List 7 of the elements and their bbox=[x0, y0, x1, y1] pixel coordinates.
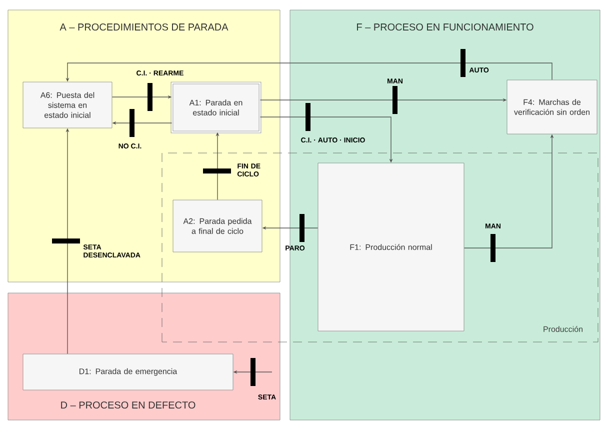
state-box: F4: Marchas de verificación sin orden bbox=[506, 80, 598, 134]
state-box: A2: Parada pedida a final de ciclo bbox=[172, 200, 262, 252]
state-box: F1: Producción normal bbox=[318, 162, 464, 332]
state-box: A6: Puesta del sistema en estado inicial bbox=[22, 82, 112, 128]
state-box: D1: Parada de emergencia bbox=[22, 354, 234, 390]
state-box: A1: Parada en estado inicial bbox=[170, 82, 262, 134]
region-label: Producción bbox=[544, 326, 582, 332]
